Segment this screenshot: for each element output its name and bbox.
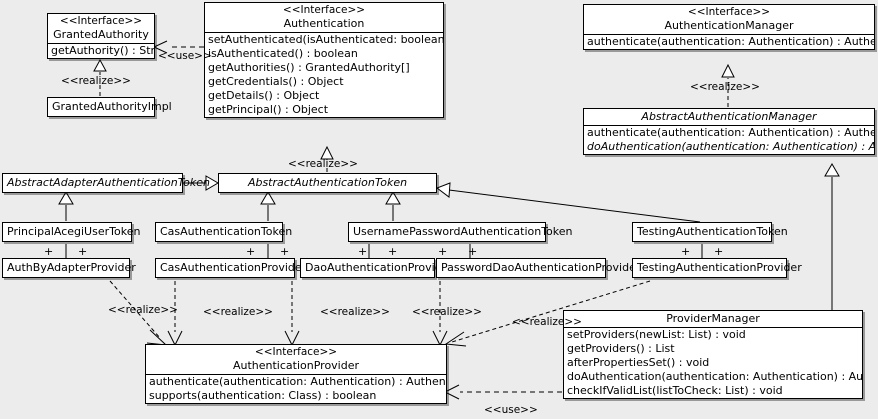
class-name: TestingAuthenticationToken [637, 225, 788, 238]
class-authentication-manager[interactable]: <<Interface>> AuthenticationManager auth… [583, 4, 875, 50]
association-end-multiplicity: + [358, 245, 368, 258]
class-header: AbstractAuthenticationManager [584, 109, 874, 125]
edge-label-realize-abstract-authentication-token: <<realize>> [288, 158, 358, 170]
operation-row: getProviders() : List [567, 342, 675, 355]
class-name: AuthByAdapterProvider [7, 261, 136, 274]
class-name: AbstractAdapterAuthenticationToken [7, 176, 210, 189]
edge-label-realize-dao-authentication-provider: <<realize>> [320, 306, 390, 318]
class-name: PasswordDaoAuthenticationProvider [441, 261, 641, 274]
class-name: AuthenticationManager [664, 19, 794, 32]
operation-row: getAuthority() : String [51, 44, 154, 57]
operation-row: supports(authentication: Class) : boolea… [149, 389, 377, 402]
class-name: CasAuthenticationToken [160, 225, 293, 238]
stereotype-label: <<Interface>> [282, 4, 366, 16]
edge-label-realize-cas-authentication-provider: <<realize>> [203, 306, 273, 318]
class-header: ProviderManager [564, 311, 862, 327]
association-end-multiplicity: + [280, 245, 290, 258]
class-username-password-authentication-token[interactable]: UsernamePasswordAuthenticationToken [348, 222, 573, 242]
operation-row: doAuthentication(authentication: Authent… [587, 140, 874, 153]
class-name: ProviderManager [666, 312, 760, 325]
edge-realize-dao-authentication-provider [284, 281, 300, 347]
edge-generalization-testing-token [435, 182, 701, 223]
class-name: TestingAuthenticationProvider [637, 261, 802, 274]
association-end-multiplicity: + [388, 245, 398, 258]
association-end-multiplicity: + [681, 245, 691, 258]
class-name: AbstractAuthenticationManager [641, 110, 817, 123]
operation-row: setProviders(newList: List) : void [567, 328, 746, 341]
operation-row: getAuthorities() : GrantedAuthority[] [208, 61, 410, 74]
operation-row: authenticate(authentication: Authenticat… [587, 126, 874, 139]
class-granted-authority-impl[interactable]: GrantedAuthorityImpl [47, 97, 172, 117]
edge-generalization-principal-acegi-token [58, 191, 74, 221]
association-end-multiplicity: + [438, 245, 448, 258]
stereotype-label: <<Interface>> [687, 6, 771, 18]
edge-label-realize-password-dao-authentication-provider: <<realize>> [412, 306, 482, 318]
class-name: AbstractAuthenticationToken [247, 176, 408, 189]
class-principal-acegi-user-token[interactable]: PrincipalAcegiUserToken [2, 222, 141, 242]
class-name: GrantedAuthority [53, 28, 149, 41]
operations-compartment: getAuthority() : String [48, 43, 154, 58]
association-end-multiplicity: + [246, 245, 256, 258]
class-header: <<Interface>> Authentication [205, 3, 443, 32]
operation-row: getDetails() : Object [208, 89, 320, 102]
association-end-multiplicity: + [714, 245, 724, 258]
class-authentication[interactable]: <<Interface>> Authentication setAuthenti… [204, 2, 444, 118]
operations-compartment: authenticate(authentication: Authenticat… [146, 374, 446, 403]
class-name: DaoAuthenticationProvider [305, 261, 453, 274]
association-end-multiplicity: + [78, 245, 88, 258]
class-dao-authentication-provider[interactable]: DaoAuthenticationProvider [300, 258, 453, 278]
class-testing-authentication-token[interactable]: TestingAuthenticationToken [632, 222, 788, 242]
stereotype-label: <<Interface>> [254, 346, 338, 358]
class-password-dao-authentication-provider[interactable]: PasswordDaoAuthenticationProvider [436, 258, 641, 278]
operation-row: doAuthentication(authentication: Authent… [567, 370, 862, 383]
edge-label-realize-abstract-authentication-manager: <<realize>> [690, 81, 760, 93]
operation-row: checkIfValidList(listToCheck: List) : vo… [567, 384, 783, 397]
stereotype-label: <<Interface>> [59, 15, 143, 27]
operations-compartment: setProviders(newList: List) : void getPr… [564, 327, 862, 398]
operation-row: getPrincipal() : Object [208, 103, 329, 116]
edge-generalization-username-password-token [385, 191, 401, 221]
operation-row: authenticate(authentication: Authenticat… [587, 35, 874, 48]
association-end-multiplicity: + [44, 245, 54, 258]
operation-row: isAuthenticated() : boolean [208, 47, 358, 60]
class-auth-by-adapter-provider[interactable]: AuthByAdapterProvider [2, 258, 136, 278]
edge-label-use-granted-authority: <<use>> [158, 50, 212, 62]
edge-label-realize-granted-authority-impl: <<realize>> [61, 75, 131, 87]
class-name: Authentication [283, 17, 365, 30]
operation-row: afterPropertiesSet() : void [567, 356, 710, 369]
class-name: AuthenticationProvider [232, 359, 360, 372]
class-name: GrantedAuthorityImpl [52, 100, 172, 113]
class-abstract-authentication-manager[interactable]: AbstractAuthenticationManager authentica… [583, 108, 875, 155]
edge-label-realize-testing-authentication-provider: <<realize>> [512, 316, 582, 328]
class-abstract-adapter-authentication-token[interactable]: AbstractAdapterAuthenticationToken [2, 173, 210, 193]
class-provider-manager[interactable]: ProviderManager setProviders(newList: Li… [563, 310, 863, 399]
class-name: PrincipalAcegiUserToken [7, 225, 141, 238]
class-abstract-authentication-token[interactable]: AbstractAuthenticationToken [218, 173, 437, 193]
operation-row: authenticate(authentication: Authenticat… [149, 375, 446, 388]
class-authentication-provider[interactable]: <<Interface>> AuthenticationProvider aut… [145, 344, 447, 404]
edge-generalization-cas-token [260, 191, 276, 221]
class-header: <<Interface>> AuthenticationManager [584, 5, 874, 34]
class-testing-authentication-provider[interactable]: TestingAuthenticationProvider [632, 258, 802, 278]
operations-compartment: setAuthenticated(isAuthenticated: boolea… [205, 32, 443, 117]
operations-compartment: authenticate(authentication: Authenticat… [584, 125, 874, 154]
class-header: <<Interface>> AuthenticationProvider [146, 345, 446, 374]
edge-label-use-provider-manager: <<use>> [484, 404, 538, 416]
class-cas-authentication-token[interactable]: CasAuthenticationToken [155, 222, 293, 242]
class-cas-authentication-provider[interactable]: CasAuthenticationProvider [155, 258, 307, 278]
edge-generalization-provider-manager [824, 163, 840, 310]
class-header: <<Interface>> GrantedAuthority [48, 14, 154, 43]
association-end-multiplicity: + [468, 245, 478, 258]
operation-row: getCredentials() : Object [208, 75, 344, 88]
class-name: UsernamePasswordAuthenticationToken [353, 225, 573, 238]
operation-row: setAuthenticated(isAuthenticated: boolea… [208, 33, 443, 46]
edge-label-realize-auth-by-adapter-provider: <<realize>> [108, 304, 178, 316]
class-name: CasAuthenticationProvider [160, 261, 307, 274]
class-granted-authority[interactable]: <<Interface>> GrantedAuthority getAuthor… [47, 13, 155, 59]
edge-use-provider-manager-authentication-provider [443, 384, 562, 400]
operations-compartment: authenticate(authentication: Authenticat… [584, 34, 874, 49]
